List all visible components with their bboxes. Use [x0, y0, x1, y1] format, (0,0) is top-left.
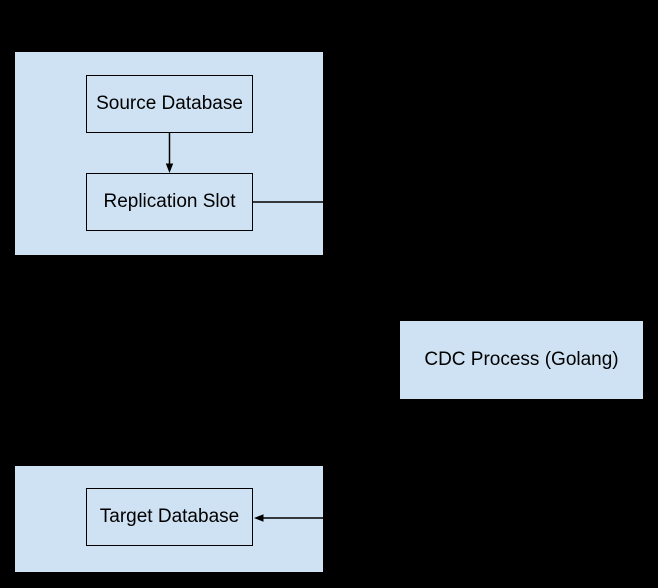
target-zone-container: Target Database	[15, 466, 323, 572]
node-replication-slot: Replication Slot	[86, 173, 253, 231]
node-source-database-label: Source Database	[96, 92, 243, 114]
node-cdc-process: CDC Process (Golang)	[400, 321, 643, 399]
node-cdc-process-label: CDC Process (Golang)	[424, 348, 619, 370]
node-source-database: Source Database	[86, 75, 253, 133]
source-zone-container: Source Database Replication Slot	[15, 52, 323, 255]
node-replication-slot-label: Replication Slot	[103, 190, 236, 212]
node-target-database-label: Target Database	[99, 505, 240, 527]
node-target-database: Target Database	[86, 488, 253, 546]
